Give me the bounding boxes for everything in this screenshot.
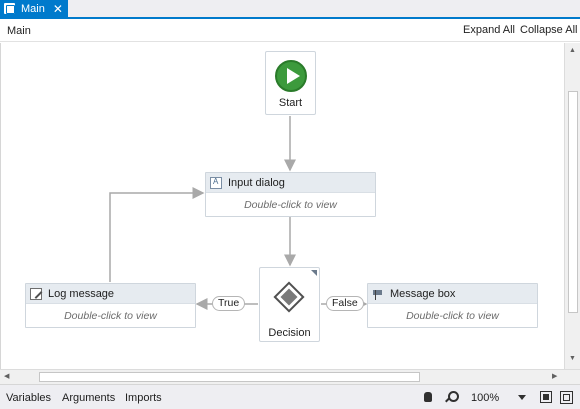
scroll-down-icon[interactable]: ▼ (569, 355, 576, 362)
input-dialog-icon (210, 176, 222, 189)
message-box-hint: Double-click to view (406, 310, 499, 322)
decision-node[interactable]: Decision (259, 267, 320, 342)
document-tab-strip: Main ✕ (0, 0, 580, 19)
scroll-left-icon[interactable]: ◀ (4, 373, 10, 380)
chevron-down-icon[interactable] (518, 395, 526, 400)
vertical-scrollbar[interactable]: ▲ ▼ (564, 43, 580, 369)
log-message-activity[interactable]: Log message Double-click to view (25, 283, 196, 328)
vertical-scroll-thumb[interactable] (568, 91, 578, 313)
collapse-all-button[interactable]: Collapse All (520, 24, 578, 36)
scroll-right-icon[interactable]: ▶ (552, 373, 558, 380)
message-box-activity[interactable]: Message box Double-click to view (367, 283, 538, 328)
scroll-up-icon[interactable]: ▲ (569, 47, 576, 54)
arguments-tab[interactable]: Arguments (62, 392, 116, 404)
fit-to-screen-icon[interactable] (539, 390, 553, 404)
false-branch-label[interactable]: False (326, 296, 364, 311)
breadcrumb[interactable]: Main (7, 25, 31, 37)
zoom-icon[interactable] (444, 390, 459, 404)
overview-map-icon[interactable] (559, 390, 573, 404)
message-box-title: Message box (390, 287, 456, 300)
workflow-icon (4, 3, 15, 14)
input-dialog-activity[interactable]: Input dialog Double-click to view (205, 172, 376, 217)
log-message-title: Log message (48, 287, 115, 300)
workflow-canvas[interactable]: Start Input dialog Double-click to view … (0, 43, 564, 369)
expand-all-button[interactable]: Expand All (463, 24, 515, 36)
close-icon[interactable]: ✕ (52, 1, 63, 16)
decision-diamond-icon (273, 281, 305, 313)
tab-title: Main (21, 2, 45, 15)
tab-main[interactable]: Main ✕ (0, 0, 68, 17)
start-label: Start (278, 97, 303, 109)
input-dialog-hint: Double-click to view (244, 199, 337, 211)
variables-tab[interactable]: Variables (6, 392, 52, 404)
start-node[interactable]: Start (265, 51, 316, 115)
pan-hand-icon[interactable] (421, 390, 435, 404)
decision-label: Decision (268, 327, 311, 339)
corner-indicator-icon (311, 270, 317, 276)
play-icon (275, 60, 307, 92)
log-message-hint: Double-click to view (64, 310, 157, 322)
horizontal-scrollbar[interactable]: ◀ ▶ (0, 369, 580, 384)
designer-footer: Variables Arguments Imports 100% (0, 384, 580, 409)
true-branch-label[interactable]: True (212, 296, 246, 311)
designer-header: Main Expand All Collapse All (0, 20, 580, 42)
connector-log-to-input (109, 187, 205, 282)
zoom-level[interactable]: 100% (471, 392, 500, 404)
input-dialog-title: Input dialog (228, 176, 285, 189)
horizontal-scroll-thumb[interactable] (39, 372, 420, 382)
message-box-icon (372, 288, 384, 300)
imports-tab[interactable]: Imports (125, 392, 162, 404)
log-message-icon (30, 287, 42, 300)
